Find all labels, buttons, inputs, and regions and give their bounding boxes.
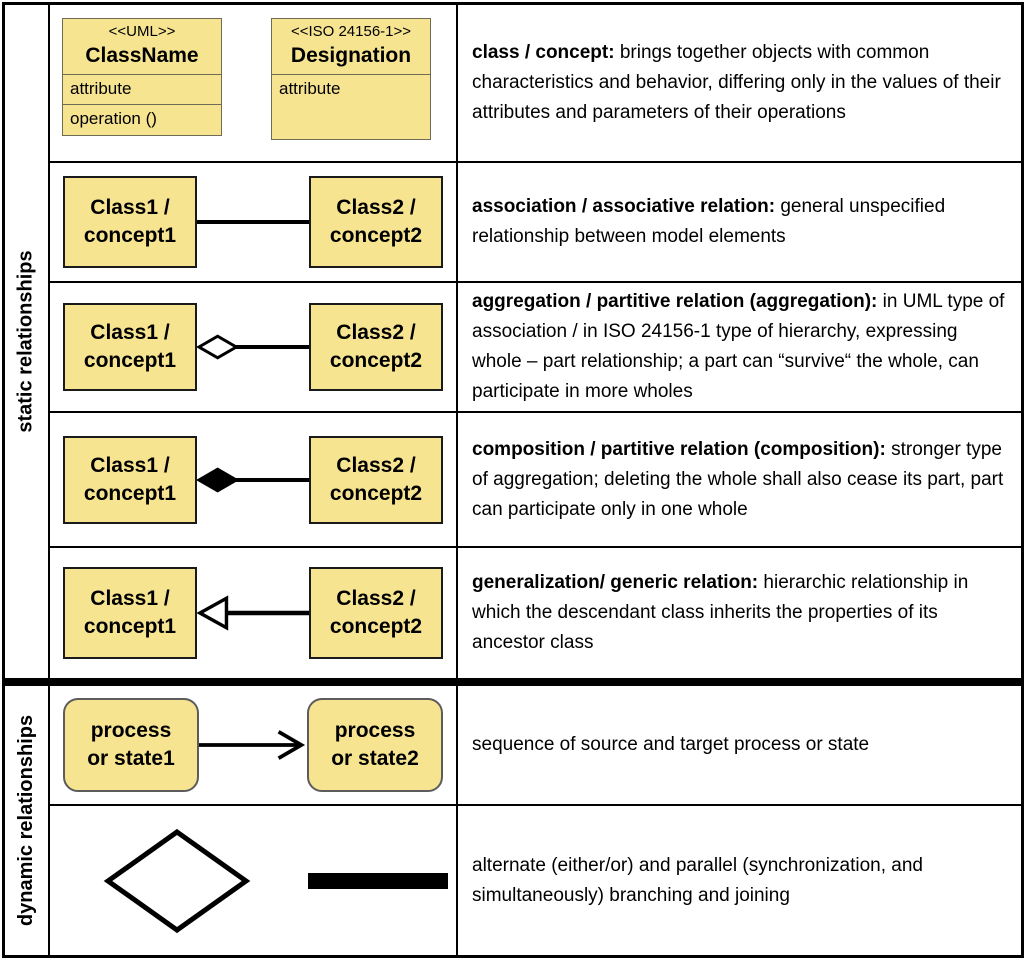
body-association: general unspecified relationship between… [472,196,946,247]
class2-box: Class2 / concept2 [309,435,443,524]
description-sequence: sequence of source and target process or… [458,686,1021,806]
static-relationships-label: static relationships [15,250,37,433]
class1-box: Class1 / concept1 [63,176,197,268]
sidebar-static-relationships: static relationships [5,5,48,678]
class2-box: Class2 / concept2 [309,303,443,391]
uml-class-box: <<UML>> ClassName attribute operation () [62,18,222,136]
uml-class-name: ClassName [85,44,199,67]
body-class-concept: brings together objects with common char… [472,42,1001,123]
symbol-cell-association: Class1 / concept1 Class2 / concept2 [48,163,458,283]
process-state2-box: process or state2 [307,698,443,792]
body-composition: stronger type of aggregation; deleting t… [472,438,1004,520]
iso-attribute: attribute [279,79,341,98]
class2-box: Class2 / concept2 [309,567,443,659]
body-aggregation: in UML type of association / in ISO 2415… [472,291,1005,402]
term-association: association / associative relation: [472,196,776,217]
class1-box: Class1 / concept1 [63,567,197,659]
decision-diamond-icon [103,828,251,933]
composition-diamond-icon [197,466,309,493]
description-branching: alternate (either/or) and parallel (sync… [458,806,1021,955]
symbol-cell-aggregation: Class1 / concept1 Class2 / concept2 [48,283,458,413]
description-aggregation: aggregation / partitive relation (aggreg… [458,283,1021,413]
class1-box: Class1 / concept1 [63,303,197,391]
description-association: association / associative relation: gene… [458,163,1021,283]
description-generalization: generalization/ generic relation: hierar… [458,548,1021,678]
description-class-concept: class / concept: brings together objects… [458,5,1021,163]
uml-stereotype: <<UML>> [108,23,176,40]
sidebar-dynamic-relationships: dynamic relationships [5,686,48,955]
term-composition: composition / partitive relation (compos… [472,438,886,460]
parallel-bar-icon [308,872,448,889]
symbol-cell-class-concept: <<UML>> ClassName attribute operation ()… [48,5,458,163]
iso-designation-name: Designation [290,44,412,67]
symbol-cell-sequence: process or state1 process or state2 [48,686,458,806]
description-composition: composition / partitive relation (compos… [458,413,1021,548]
iso-stereotype: <<ISO 24156-1>> [290,23,412,40]
symbol-cell-branching [48,806,458,955]
uml-attribute: attribute [63,75,221,105]
generalization-triangle-icon [197,595,309,631]
body-generalization: hierarchic relationship in which the des… [472,572,969,653]
term-aggregation: aggregation / partitive relation (aggreg… [472,291,878,312]
symbol-cell-composition: Class1 / concept1 Class2 / concept2 [48,413,458,548]
term-generalization: generalization/ generic relation: [472,572,759,593]
sequence-arrow-icon [199,730,306,760]
uml-operation: operation () [70,109,157,128]
aggregation-diamond-icon [197,334,309,360]
iso-designation-box: <<ISO 24156-1>> Designation attribute [271,18,431,140]
process-state1-box: process or state1 [63,698,199,792]
body-branching: alternate (either/or) and parallel (sync… [472,854,923,906]
body-sequence: sequence of source and target process or… [472,734,870,755]
class2-box: Class2 / concept2 [309,176,443,268]
association-line-icon [197,220,309,224]
class1-box: Class1 / concept1 [63,435,197,524]
symbol-cell-generalization: Class1 / concept1 Class2 / concept2 [48,548,458,678]
section-divider [5,678,1021,686]
term-class-concept: class / concept: [472,42,615,63]
dynamic-relationships-label: dynamic relationships [15,714,38,927]
